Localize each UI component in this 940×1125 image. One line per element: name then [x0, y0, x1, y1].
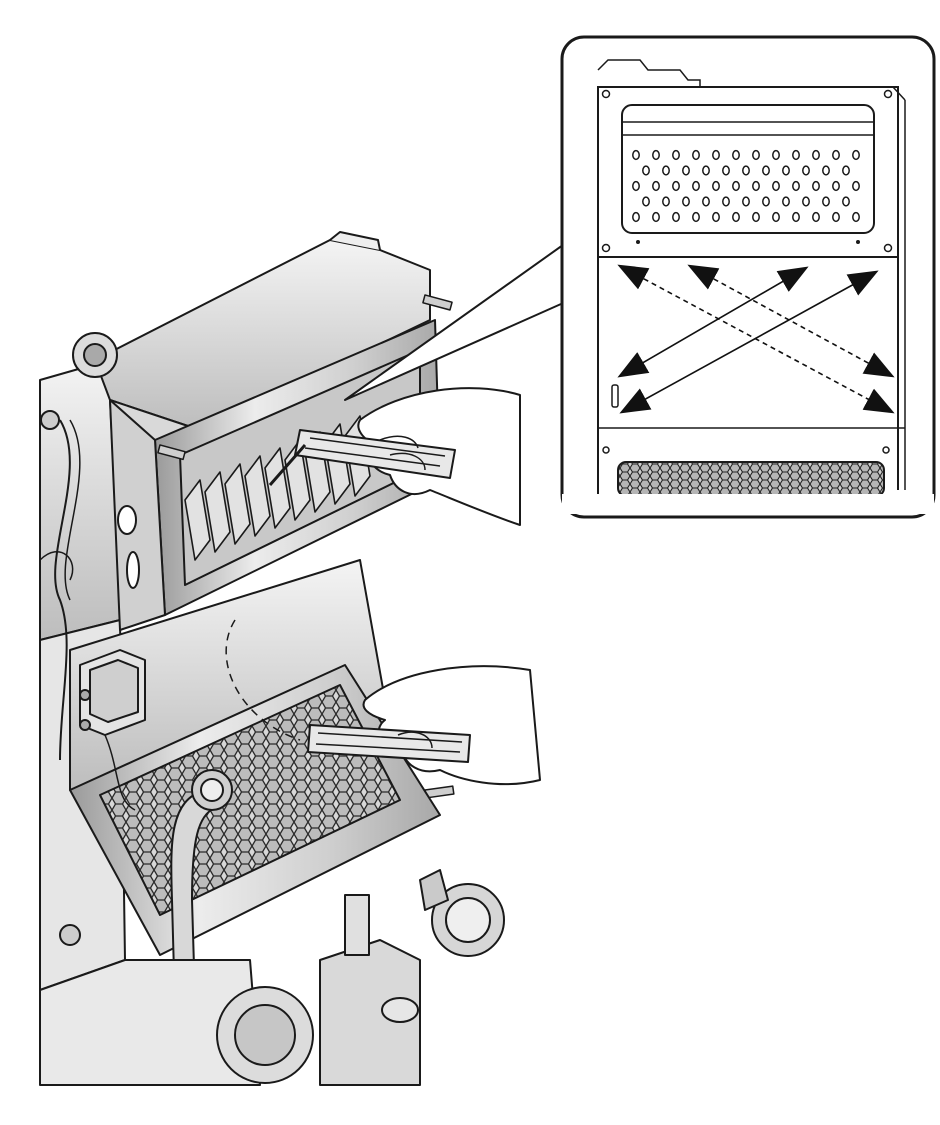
guide-dashed-curve	[225, 619, 301, 741]
inset-hole	[672, 180, 680, 192]
inset-hole	[792, 180, 800, 192]
inset-hole	[712, 211, 720, 223]
inset-hole	[772, 180, 780, 192]
inset-hole	[812, 211, 820, 223]
panel-slot	[126, 551, 140, 589]
lower-hand-with-brush	[307, 665, 541, 786]
inset-hole	[772, 211, 780, 223]
inset-hole	[732, 211, 740, 223]
valve-stem	[344, 894, 370, 956]
panel-hole	[117, 505, 137, 535]
inset-hole	[642, 196, 650, 207]
pressure-sensor	[381, 997, 419, 1023]
inset-hole	[632, 180, 640, 192]
inset-hole	[692, 211, 700, 223]
inset-hole	[692, 149, 700, 161]
inset-hole	[782, 165, 790, 176]
inset-hole	[802, 165, 810, 176]
inset-hole	[762, 196, 770, 207]
inset-hole	[752, 149, 760, 161]
inset-hole	[772, 149, 780, 161]
boiler-assembly	[39, 231, 505, 1086]
inset-hole	[812, 180, 820, 192]
inset-hole	[642, 165, 650, 176]
inset-hole	[672, 211, 680, 223]
inset-hole	[812, 149, 820, 161]
inset-hole	[652, 149, 660, 161]
inset-hole	[832, 180, 840, 192]
inset-honeycomb-strip	[617, 461, 885, 497]
inset-hole	[762, 165, 770, 176]
inset-hole	[632, 149, 640, 161]
inset-hole	[822, 165, 830, 176]
double-headed-arrow-icon	[687, 264, 895, 378]
inset-hole	[822, 196, 830, 207]
inset-hole	[742, 165, 750, 176]
cleaning-brush-icon	[307, 724, 471, 763]
inset-hole	[652, 211, 660, 223]
inset-hole	[662, 165, 670, 176]
inset-hole	[682, 196, 690, 207]
upper-hand-with-brush	[268, 387, 521, 526]
inset-hole	[712, 180, 720, 192]
inset-hole	[712, 149, 720, 161]
cleaning-direction-arrows	[617, 264, 895, 414]
inset-hole	[722, 196, 730, 207]
inset-hole	[832, 211, 840, 223]
inset-hole	[722, 165, 730, 176]
side-panel	[109, 399, 166, 631]
inset-hole	[672, 149, 680, 161]
inset-hole	[802, 196, 810, 207]
inset-hole-grid	[632, 149, 860, 223]
inset-hole	[682, 165, 690, 176]
inset-hole	[792, 211, 800, 223]
inset-hole	[842, 196, 850, 207]
ignition-electrode	[79, 649, 146, 736]
boiler-side-housing	[39, 359, 121, 641]
inset-hole	[652, 180, 660, 192]
inset-hole	[752, 180, 760, 192]
cable	[54, 419, 71, 761]
inset-hole	[732, 149, 740, 161]
inset-hole	[632, 211, 640, 223]
inset-hole	[692, 180, 700, 192]
inset-hole	[842, 165, 850, 176]
detail-inset	[560, 35, 936, 519]
inset-hole	[732, 180, 740, 192]
inset-hole	[742, 196, 750, 207]
inset-side-slot	[611, 384, 619, 408]
inset-hole	[782, 196, 790, 207]
inset-hole	[852, 149, 860, 161]
inset-hole	[702, 196, 710, 207]
inset-hole	[662, 196, 670, 207]
inset-hole	[832, 149, 840, 161]
inset-hole	[792, 149, 800, 161]
inset-hole	[752, 211, 760, 223]
inset-hole	[852, 180, 860, 192]
inset-hole	[702, 165, 710, 176]
cleaning-brush-icon	[268, 429, 456, 486]
inset-hole	[852, 211, 860, 223]
